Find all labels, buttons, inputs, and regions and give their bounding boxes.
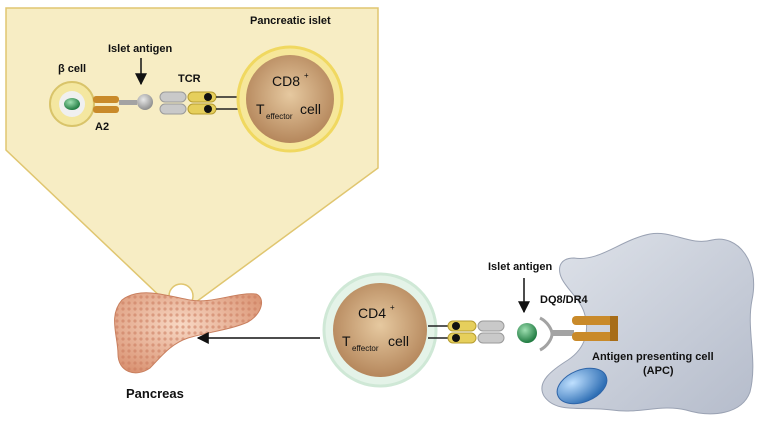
cd8-t-effector-cell: CD8 + T effector cell: [236, 45, 344, 153]
islet-antigen-grey: [137, 94, 153, 110]
dq8-dr4-label: DQ8/DR4: [540, 294, 589, 306]
antigen-presenting-cell: [541, 232, 755, 415]
apc-label-line1: Antigen presenting cell: [592, 351, 714, 363]
islet-antigen-label-bottom: Islet antigen: [488, 261, 552, 273]
beta-cell: [49, 81, 95, 127]
cd4-t-effector-cell: CD4 + T effector cell: [322, 272, 438, 388]
pancreatic-islet-panel: Pancreatic islet β cell A2 Islet antigen: [5, 7, 379, 309]
cd8-cell-label: cell: [300, 101, 321, 117]
cd4-label-sup: +: [390, 303, 395, 312]
islet-antigen-green: [517, 323, 537, 343]
cd4-effector-sub: effector: [352, 344, 379, 353]
islet-panel-shape: [5, 7, 379, 303]
apc-label-line2: (APC): [643, 365, 674, 377]
tcr-receptor-bottom: [428, 320, 505, 344]
cd8-label-sup: +: [304, 71, 309, 80]
cd8-label-main: CD8: [272, 73, 300, 89]
pancreas-label: Pancreas: [126, 386, 184, 401]
islet-panel-title: Pancreatic islet: [250, 15, 331, 27]
pancreas-organ: [114, 292, 263, 374]
islet-antigen-label-top: Islet antigen: [108, 43, 172, 55]
tcr-receptor-top: [159, 91, 238, 115]
tcr-label: TCR: [178, 73, 201, 85]
cd4-label-main: CD4: [358, 305, 386, 321]
cd8-effector-sub: effector: [266, 112, 293, 121]
apc-nucleus: [556, 367, 608, 405]
cd4-cell-label: cell: [388, 333, 409, 349]
a2-label: A2: [95, 121, 109, 133]
cd8-t-label: T: [256, 101, 265, 117]
beta-cell-label: β cell: [58, 63, 86, 75]
cd4-t-label: T: [342, 333, 351, 349]
a2-mhc-molecule: [93, 96, 137, 113]
dq8-dr4-mhc-molecule: [539, 316, 618, 352]
